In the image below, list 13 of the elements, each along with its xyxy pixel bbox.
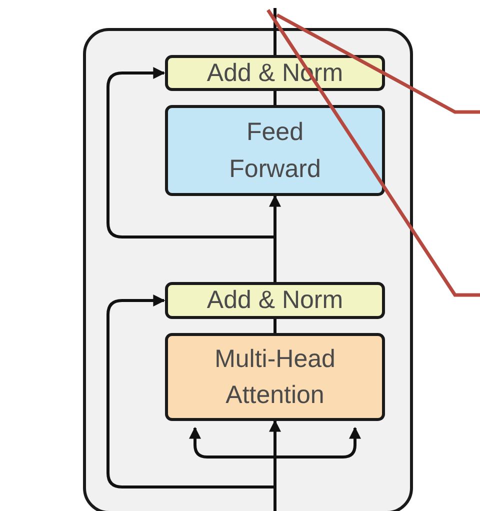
encoder-block [83,28,413,511]
box-label: Feed Forward [228,117,322,184]
arrow [269,194,281,282]
process-box [165,333,385,421]
box-label: Multi-Head Attention [214,344,336,411]
process-box [165,282,385,319]
arrow [106,67,276,280]
connector-line [274,8,276,55]
connector-line [274,91,276,105]
connector-line [274,319,276,333]
box-label: Add & Norm [206,285,344,316]
arrow [106,294,276,511]
process-box [165,105,385,196]
